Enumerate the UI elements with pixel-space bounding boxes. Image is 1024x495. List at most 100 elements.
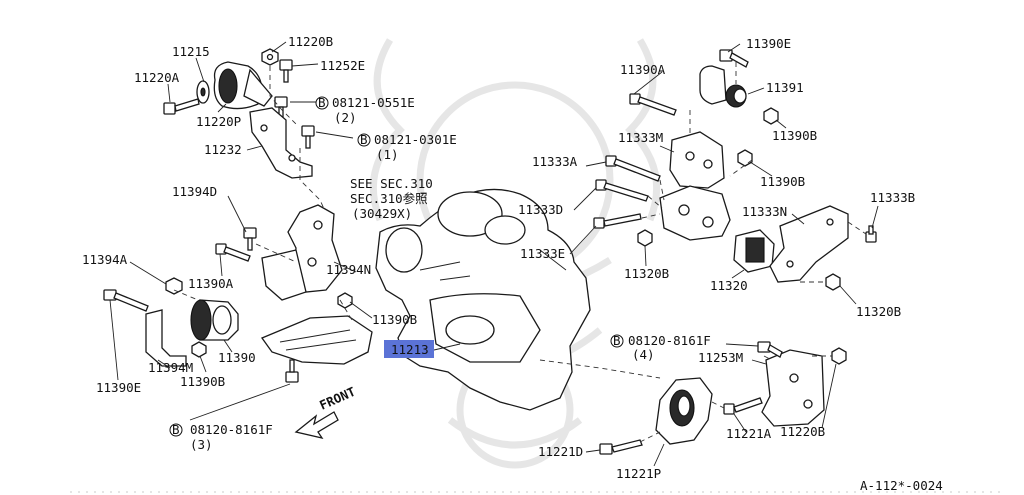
left-front-mount-assembly [103,204,373,383]
label-11390B-left[interactable]: 11390B [180,374,225,389]
nut-11220B-bottom-shape[interactable] [831,347,847,365]
label-11391[interactable]: 11391 [766,80,804,95]
bolt-11221A-shape[interactable] [723,397,763,415]
circle-b-text: B [360,132,368,147]
label-qty-1: (1) [376,147,399,162]
rear-mount-assembly [163,48,331,223]
bracket-11394M-shape[interactable] [145,309,187,367]
insulator-11320-shape[interactable] [733,229,775,273]
bolt-11221D-shape[interactable] [599,439,643,455]
bracket-11394N-shape[interactable] [261,204,343,301]
label-front: FRONT [317,384,357,413]
label-11253M[interactable]: 11253M [698,350,743,365]
circle-b-0301E: B [357,132,371,147]
nut-11320B-mid-shape[interactable] [637,229,653,247]
nut-11390B-right2-shape[interactable] [737,149,753,167]
label-11221D[interactable]: 11221D [538,444,583,459]
circle-b-text: B [318,95,326,110]
circle-b-text: B [172,422,180,437]
label-11390A-left[interactable]: 11390A [188,276,234,291]
label-11333M[interactable]: 11333M [618,130,663,145]
circle-b-8161F-bottom: B [169,422,183,437]
bolt-11220A-shape[interactable] [163,98,200,115]
front-direction-arrow [294,411,339,440]
label-11232[interactable]: 11232 [204,142,242,157]
label-qty-3: (3) [190,437,213,452]
label-qty-2: (2) [334,110,357,125]
part-labels: 11215 11220B 11252E 11220A 11220P B 0812… [82,34,943,493]
bracket-11333N-shape[interactable] [769,205,849,283]
nut-11320B-right-shape[interactable] [825,273,841,291]
diagram-id: A-112*-0024 [860,478,943,493]
label-11394A[interactable]: 11394A [82,252,128,267]
bolt-08120-8161F-bottom-shape[interactable] [285,359,299,383]
label-11220P[interactable]: 11220P [196,114,241,129]
label-11221P[interactable]: 11221P [616,466,661,481]
nut-11390B-left-shape[interactable] [191,341,207,358]
highlight-11213[interactable] [384,340,434,358]
insulator-11220P-shape[interactable] [213,61,273,110]
washer-11215-shape[interactable] [196,80,210,104]
label-11390B-right1[interactable]: 11390B [772,128,817,143]
label-11220B-bottom[interactable]: 11220B [780,424,825,439]
label-11390B-right2[interactable]: 11390B [760,174,805,189]
label-11390A-right[interactable]: 11390A [620,62,666,77]
nut-11390B-right1-shape[interactable] [763,107,779,125]
bolt-08121-0301E-shape[interactable] [301,125,315,149]
circle-b-8161F-right: B [610,333,624,348]
label-11252E[interactable]: 11252E [320,58,365,73]
label-08120-8161F-right[interactable]: 08120-8161F [628,333,711,348]
label-11333E[interactable]: 11333E [520,246,565,261]
bracket-11320-body-shape[interactable] [659,185,731,241]
bolt-11390E-right-shape[interactable] [719,49,749,68]
bolt-11390E-left-shape[interactable] [103,289,149,312]
label-11320B-right[interactable]: 11320B [856,304,901,319]
bolt-11252E-shape[interactable] [279,59,293,83]
bolt-11333B-shape[interactable] [865,225,877,243]
label-11390E-right[interactable]: 11390E [746,36,791,51]
bolt-11333E-shape[interactable] [593,213,642,229]
label-11320B-mid[interactable]: 11320B [624,266,669,281]
label-11394N[interactable]: 11394N [326,262,371,277]
insulator-11390-left-shape[interactable] [190,299,239,341]
label-11221A[interactable]: 11221A [726,426,772,441]
label-11220B-top[interactable]: 11220B [288,34,333,49]
label-11333N[interactable]: 11333N [742,204,787,219]
bolt-11390A-left-shape[interactable] [215,243,251,262]
label-11394D[interactable]: 11394D [172,184,217,199]
label-11394M[interactable]: 11394M [148,360,193,375]
nut-11220B-shape[interactable] [261,48,279,66]
label-see-sec-310: SEE SEC.310 [350,176,433,191]
bracket-11333M-shape[interactable] [669,131,725,189]
label-11333A[interactable]: 11333A [532,154,578,169]
label-11333B[interactable]: 11333B [870,190,915,205]
front-mount-assembly [539,341,847,455]
label-11320[interactable]: 11320 [710,278,748,293]
label-11220A[interactable]: 11220A [134,70,180,85]
insulator-11391-shape[interactable] [699,65,747,108]
nut-11394A-shape[interactable] [165,277,183,295]
bolt-11333A-shape[interactable] [605,155,661,182]
label-11390B-mid[interactable]: 11390B [372,312,417,327]
label-11390E-left[interactable]: 11390E [96,380,141,395]
label-11213[interactable]: 11213 [391,342,429,357]
bracket-11253M-shape[interactable] [761,349,825,427]
heat-shield-11213-shape[interactable] [260,315,373,365]
label-qty-4: (4) [632,347,655,362]
bracket-11232-shape[interactable] [249,107,313,179]
right-mount-assembly [593,49,877,291]
insulator-11221P-shape[interactable] [655,377,713,445]
label-08121-0551E[interactable]: 08121-0551E [332,95,415,110]
bolt-08120-8161F-right-shape[interactable] [757,341,783,358]
circle-b-0551E: B [315,95,329,110]
label-08121-0301E[interactable]: 08121-0301E [374,132,457,147]
label-11333D[interactable]: 11333D [518,202,563,217]
label-30429X: (30429X) [352,206,412,221]
bolt-11390A-right-shape[interactable] [629,93,677,116]
label-11215[interactable]: 11215 [172,44,210,59]
bolt-11333D-shape[interactable] [595,179,649,202]
bolt-11394D-shape[interactable] [243,227,257,251]
label-11390-left[interactable]: 11390 [218,350,256,365]
label-08120-8161F-bottom[interactable]: 08120-8161F [190,422,273,437]
